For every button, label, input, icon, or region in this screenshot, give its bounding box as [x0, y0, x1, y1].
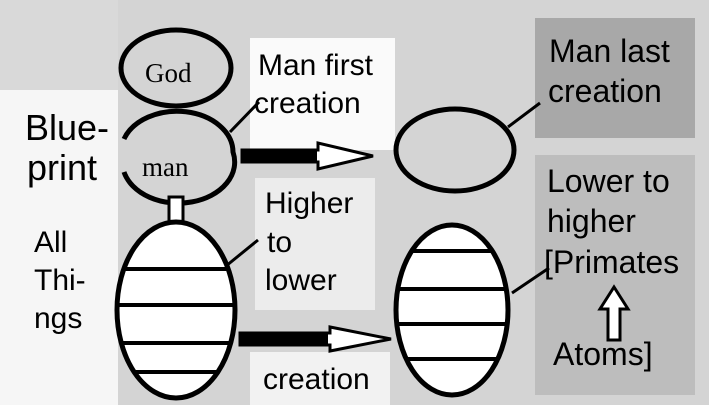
man-last-label-line2: creation	[548, 73, 662, 109]
man-last-oval	[393, 106, 517, 194]
god-label: God	[145, 58, 192, 88]
higher-lower-panel	[255, 178, 375, 310]
man-label: man	[142, 152, 189, 182]
top-left-panel	[0, 0, 118, 90]
man-first-panel	[250, 38, 395, 150]
higher-lower-label-line3: lower	[265, 264, 337, 297]
blueprint-label-line2: print	[27, 147, 98, 188]
all-things-egg	[114, 219, 238, 401]
man-last-pointer	[507, 101, 541, 129]
higher-lower-pointer	[225, 238, 259, 268]
all-things-label-line1: All	[34, 226, 68, 259]
man-oval	[121, 108, 238, 206]
atoms-to-primates-arrow	[597, 284, 631, 342]
lower-higher-pointer	[511, 266, 550, 295]
man-first-label-line1: Man first	[258, 49, 374, 82]
bottom-creation-panel	[250, 352, 390, 405]
lower-higher-panel	[535, 155, 695, 395]
man-last-label-line1: Man last	[549, 33, 670, 69]
man-first-label-line2: creation	[254, 87, 361, 120]
bottom-creation-label: creation	[263, 363, 370, 396]
higher-lower-label-line1: Higher	[265, 187, 354, 220]
god-oval	[118, 27, 234, 109]
all-things-label-line2: Thi-	[34, 264, 86, 297]
left-white-panel	[0, 90, 118, 405]
man-first-pointer	[228, 100, 261, 134]
lower-higher-label-line1: Lower to	[547, 163, 670, 199]
all-things-label-line3: ngs	[34, 302, 83, 335]
lower-higher-label-line3: [Primates	[544, 244, 680, 280]
higher-lower-label-line2: to	[267, 226, 293, 259]
atoms-label: Atoms]	[553, 336, 653, 372]
lower-higher-egg	[393, 222, 511, 398]
lower-higher-label-line2: higher	[547, 203, 636, 239]
blueprint-label-line1: Blue-	[25, 107, 110, 148]
man-last-panel	[535, 18, 695, 138]
